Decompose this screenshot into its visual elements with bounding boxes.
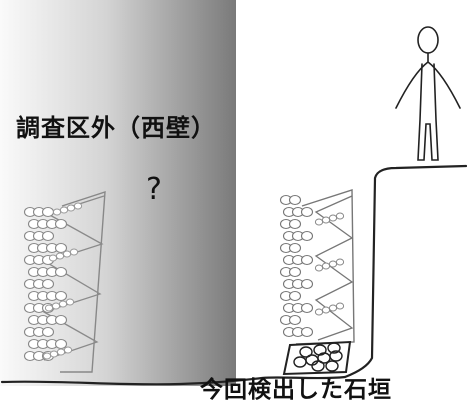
- stone: [54, 290, 68, 302]
- stone-wall-left: [23, 191, 106, 373]
- stone: [300, 230, 314, 242]
- stone: [288, 314, 302, 326]
- stone: [63, 346, 73, 354]
- stone-wall-base: [282, 340, 352, 376]
- stone-wall-found: [279, 189, 355, 345]
- stone: [52, 208, 62, 216]
- stone: [42, 352, 52, 360]
- stone: [288, 194, 302, 206]
- stone: [314, 308, 324, 316]
- person-figure: [395, 26, 461, 161]
- left-wall-outline: [60, 191, 106, 373]
- found-wall-zigzag: [314, 195, 354, 341]
- stone: [321, 216, 331, 224]
- stone: [69, 248, 79, 256]
- stone: [311, 360, 325, 372]
- stone: [73, 202, 83, 210]
- stone: [314, 218, 324, 226]
- person-head: [417, 26, 439, 54]
- stone: [327, 342, 341, 354]
- stone: [41, 278, 55, 290]
- stone: [56, 348, 66, 356]
- stone: [51, 302, 61, 310]
- stone: [58, 300, 68, 308]
- stone: [300, 326, 314, 338]
- stone: [59, 206, 69, 214]
- stone: [335, 258, 345, 266]
- stone: [66, 204, 76, 212]
- stone: [54, 242, 68, 254]
- stone: [54, 338, 68, 350]
- stone: [328, 214, 338, 222]
- left-wall-zigzag: [42, 195, 105, 361]
- stone: [335, 302, 345, 310]
- stone: [300, 206, 314, 218]
- stone: [321, 262, 331, 270]
- found-wall-label: 今回検出した石垣: [200, 377, 392, 403]
- stone: [325, 360, 339, 372]
- stone: [55, 252, 65, 260]
- stone: [54, 266, 68, 278]
- unknown-mark: ?: [146, 172, 162, 207]
- stone: [65, 298, 75, 306]
- stone: [41, 230, 55, 242]
- stone: [300, 278, 314, 290]
- stone: [288, 266, 302, 278]
- stone: [321, 306, 331, 314]
- stone: [49, 350, 59, 358]
- person-body: [395, 52, 461, 161]
- ground-profile-line: [0, 164, 467, 386]
- stone: [44, 304, 54, 312]
- stone: [62, 250, 72, 258]
- stone: [48, 254, 58, 262]
- stone: [300, 302, 314, 314]
- outside-area-label: 調査区外（西壁）: [16, 114, 216, 142]
- stone: [328, 260, 338, 268]
- stone: [288, 290, 302, 302]
- stone: [335, 212, 345, 220]
- stone: [54, 314, 68, 326]
- stone: [293, 356, 307, 368]
- stone: [299, 346, 313, 358]
- stone: [288, 218, 302, 230]
- stone: [41, 326, 55, 338]
- stone: [329, 350, 343, 362]
- stone: [300, 254, 314, 266]
- stone: [313, 344, 327, 356]
- stone: [41, 206, 55, 218]
- stone: [314, 264, 324, 272]
- stone: [288, 242, 302, 254]
- stone: [328, 304, 338, 312]
- stone: [54, 218, 68, 230]
